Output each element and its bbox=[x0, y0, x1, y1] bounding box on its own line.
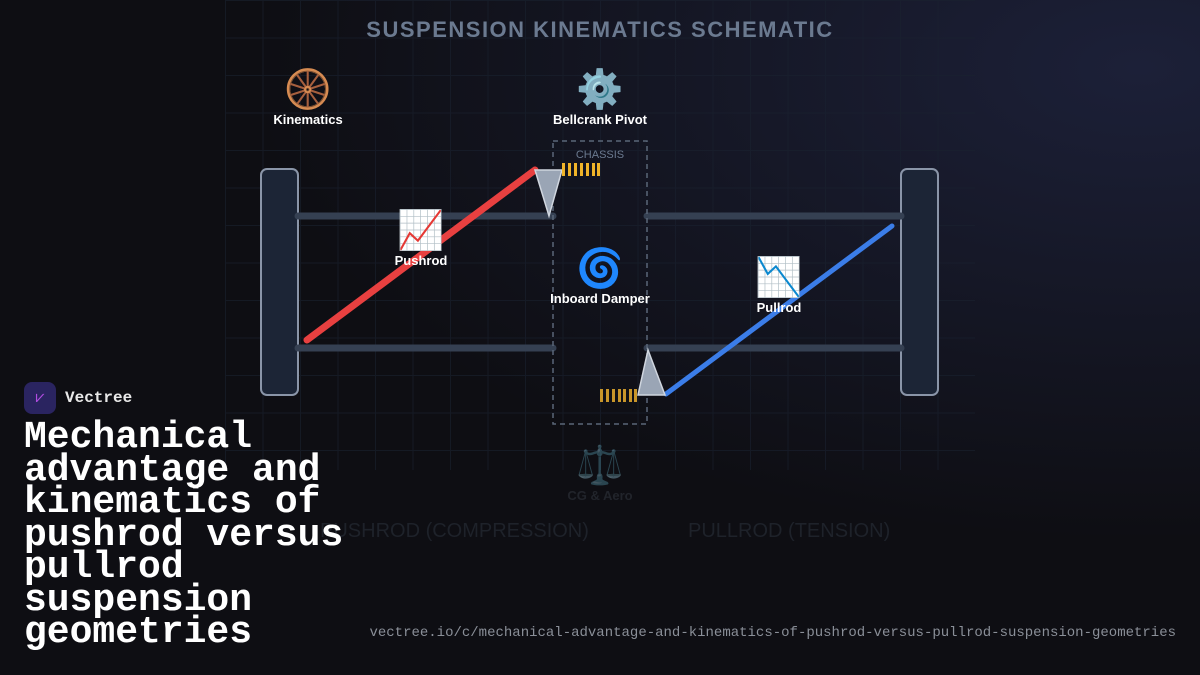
headline: Mechanical advantage and kinematics of p… bbox=[24, 416, 344, 654]
node-kinematics: 🛞Kinematics bbox=[273, 68, 342, 127]
gear-icon: ⚙️ bbox=[576, 69, 624, 111]
source-url[interactable]: vectree.io/c/mechanical-advantage-and-ki… bbox=[369, 625, 1176, 641]
vectree-logo-icon: ⩗ bbox=[24, 382, 56, 414]
node-cg-aero: ⚖️CG & Aero bbox=[567, 444, 632, 503]
wheel-icon: 🛞 bbox=[284, 69, 332, 111]
node-pushrod: 📈Pushrod bbox=[395, 209, 448, 268]
node-label: Bellcrank Pivot bbox=[553, 112, 647, 127]
chassis-box bbox=[552, 140, 648, 425]
faint-label-pullrod: PULLROD (TENSION) bbox=[688, 520, 891, 542]
node-label: CG & Aero bbox=[567, 488, 633, 503]
pullrod bbox=[663, 223, 895, 397]
node-inboard-damper: 🌀Inboard Damper bbox=[550, 247, 650, 306]
node-label: Inboard Damper bbox=[550, 291, 650, 306]
spring-top bbox=[562, 163, 600, 176]
chart-down-icon: 📉 bbox=[755, 257, 803, 299]
spiral-icon: 🌀 bbox=[576, 248, 624, 290]
bellcrank-top bbox=[533, 169, 563, 219]
chassis-label: CHASSIS bbox=[575, 149, 625, 161]
chart-up-icon: 📈 bbox=[397, 210, 445, 252]
left-wheel bbox=[260, 168, 299, 396]
faint-label-pushrod: PUSHROD (COMPRESSION) bbox=[320, 520, 589, 542]
bellcrank-bottom bbox=[637, 347, 667, 396]
pushrod bbox=[303, 166, 539, 344]
scales-icon: ⚖️ bbox=[576, 445, 624, 487]
node-label: Kinematics bbox=[273, 112, 343, 127]
brand-name: Vectree bbox=[65, 389, 133, 407]
brand: ⩗ Vectree bbox=[24, 382, 132, 414]
node-bellcrank-pivot: ⚙️Bellcrank Pivot bbox=[553, 68, 647, 127]
diagram-title: SUSPENSION KINEMATICS SCHEMATIC bbox=[366, 17, 834, 42]
right-wheel bbox=[900, 168, 939, 396]
node-label: Pushrod bbox=[394, 253, 448, 268]
node-label: Pullrod bbox=[756, 300, 802, 315]
node-pullrod: 📉Pullrod bbox=[755, 256, 802, 315]
spring-bottom bbox=[600, 389, 637, 402]
